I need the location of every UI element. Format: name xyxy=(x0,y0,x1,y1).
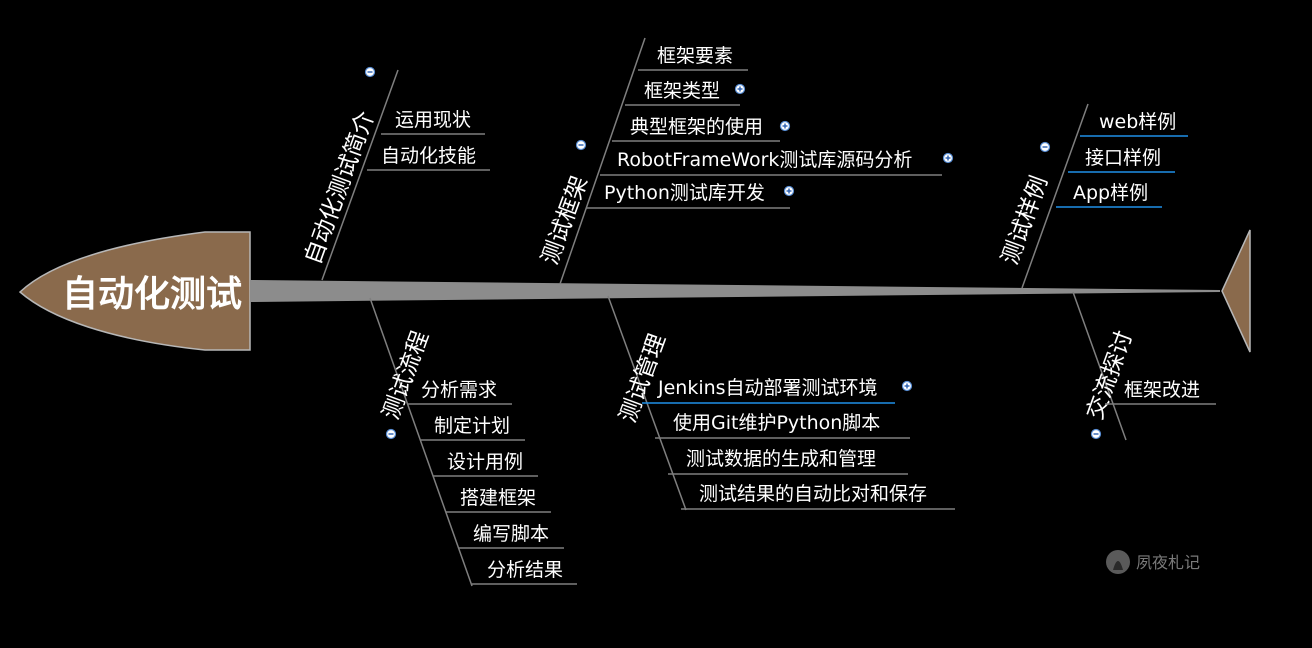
item-framework-4[interactable]: RobotFrameWork测试库源码分析 xyxy=(617,149,912,171)
collapse-toggle-process[interactable] xyxy=(385,428,397,440)
item-discussion-1[interactable]: 框架改进 xyxy=(1124,379,1200,401)
item-intro-1[interactable]: 运用现状 xyxy=(395,109,471,131)
item-process-6[interactable]: 分析结果 xyxy=(487,559,563,581)
category-label-process[interactable]: 测试流程 xyxy=(378,328,434,423)
expand-toggle-rf-source[interactable] xyxy=(942,152,954,164)
expand-toggle-typical-framework[interactable] xyxy=(779,120,791,132)
item-management-1[interactable]: Jenkins自动部署测试环境 xyxy=(657,377,878,399)
item-framework-2[interactable]: 框架类型 xyxy=(644,80,720,102)
item-process-3[interactable]: 设计用例 xyxy=(447,451,523,473)
item-management-3[interactable]: 测试数据的生成和管理 xyxy=(686,448,876,470)
item-samples-2[interactable]: 接口样例 xyxy=(1085,147,1161,169)
item-process-2[interactable]: 制定计划 xyxy=(434,415,510,437)
bone-discussion xyxy=(1072,291,1127,441)
bone-process xyxy=(369,297,473,587)
bone-intro xyxy=(321,69,399,281)
fish-head-title[interactable]: 自动化测试 xyxy=(62,274,242,315)
item-samples-3[interactable]: App样例 xyxy=(1073,182,1148,204)
watermark-text: 夙夜札记 xyxy=(1136,553,1200,572)
expand-toggle-framework-type[interactable] xyxy=(734,83,746,95)
collapse-toggle-discussion[interactable] xyxy=(1090,428,1102,440)
collapse-toggle-framework[interactable] xyxy=(575,139,587,151)
item-process-1[interactable]: 分析需求 xyxy=(421,379,497,401)
item-process-5[interactable]: 编写脚本 xyxy=(473,523,549,545)
item-framework-1[interactable]: 框架要素 xyxy=(657,45,733,67)
category-label-samples[interactable]: 测试样例 xyxy=(997,173,1053,268)
item-framework-5[interactable]: Python测试库开发 xyxy=(604,182,765,204)
category-label-intro[interactable]: 自动化测试简介 xyxy=(300,108,379,268)
expand-toggle-python-lib[interactable] xyxy=(783,185,795,197)
item-management-2[interactable]: 使用Git维护Python脚本 xyxy=(673,412,880,434)
category-label-framework[interactable]: 测试框架 xyxy=(537,173,593,268)
watermark: 夙夜札记 xyxy=(1106,550,1200,574)
item-framework-3[interactable]: 典型框架的使用 xyxy=(630,116,763,138)
collapse-toggle-samples[interactable] xyxy=(1039,141,1051,153)
fish-head-shape xyxy=(18,231,251,351)
item-management-4[interactable]: 测试结果的自动比对和保存 xyxy=(699,483,927,505)
category-intro[interactable]: 自动化测试简介 xyxy=(300,108,379,268)
item-samples-1[interactable]: web样例 xyxy=(1099,111,1176,133)
bone-samples xyxy=(1021,103,1089,289)
fish-tail-shape xyxy=(1221,229,1251,353)
item-intro-2[interactable]: 自动化技能 xyxy=(381,145,476,167)
collapse-toggle-intro[interactable] xyxy=(364,66,376,78)
expand-toggle-jenkins[interactable] xyxy=(901,380,913,392)
fish-spine xyxy=(250,280,1220,302)
item-process-4[interactable]: 搭建框架 xyxy=(460,487,536,509)
bone-framework xyxy=(559,37,646,285)
